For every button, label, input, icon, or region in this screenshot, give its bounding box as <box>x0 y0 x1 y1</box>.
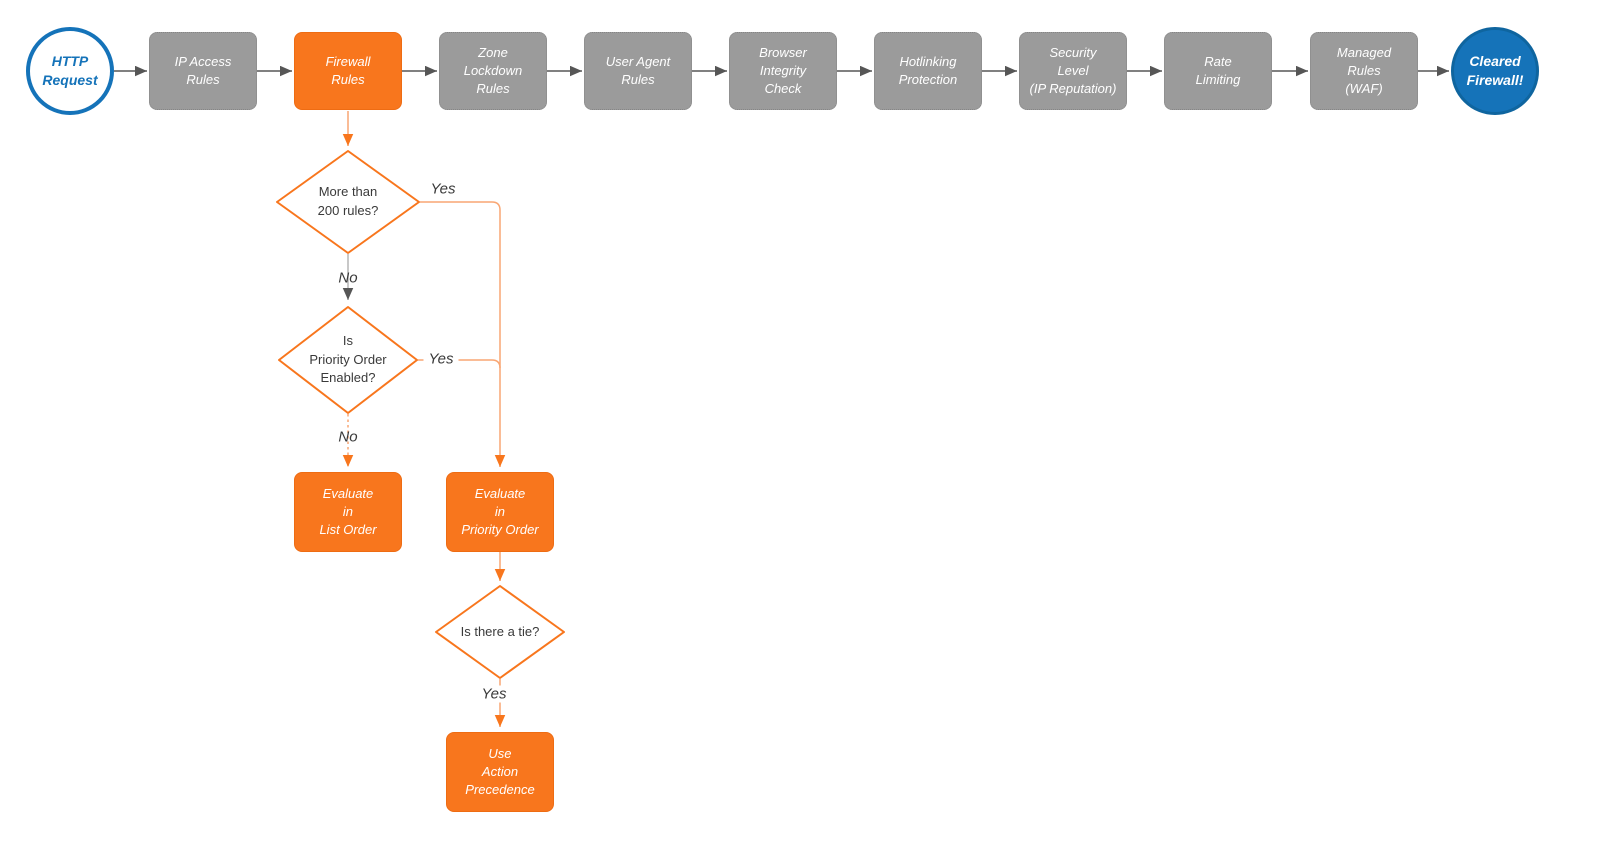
edge-label-yes-1: Yes <box>430 180 456 198</box>
step-browser-integrity-check: Browser Integrity Check <box>729 32 837 110</box>
step-managed-rules-waf: Managed Rules (WAF) <box>1310 32 1418 110</box>
step-label: Managed Rules (WAF) <box>1336 44 1392 97</box>
step-firewall-rules: Firewall Rules <box>294 32 402 110</box>
start-node-http-request: HTTP Request <box>26 27 114 115</box>
step-hotlinking-protection: Hotlinking Protection <box>874 32 982 110</box>
step-ip-access-rules: IP Access Rules <box>149 32 257 110</box>
decision-priority-order-enabled: Is Priority Order Enabled? <box>278 306 418 414</box>
edge-label-no-2: No <box>338 428 358 446</box>
end-node-cleared-firewall: Cleared Firewall! <box>1451 27 1539 115</box>
edge-label-yes-3: Yes <box>476 685 512 703</box>
step-user-agent-rules: User Agent Rules <box>584 32 692 110</box>
action-label: Evaluate in Priority Order <box>461 485 539 538</box>
step-zone-lockdown-rules: Zone Lockdown Rules <box>439 32 547 110</box>
step-label: User Agent Rules <box>605 53 671 87</box>
end-node-label: Cleared Firewall! <box>1466 53 1524 88</box>
action-evaluate-priority-order: Evaluate in Priority Order <box>446 472 554 552</box>
action-evaluate-list-order: Evaluate in List Order <box>294 472 402 552</box>
edge-label-no-1: No <box>338 269 358 287</box>
step-security-level: Security Level (IP Reputation) <box>1019 32 1127 110</box>
step-label: IP Access Rules <box>174 53 232 87</box>
decision-label: Is Priority Order Enabled? <box>309 332 387 386</box>
step-rate-limiting: Rate Limiting <box>1164 32 1272 110</box>
decision-more-than-200-rules: More than 200 rules? <box>276 150 420 254</box>
start-node-label: HTTP Request <box>42 53 98 88</box>
decision-label: More than 200 rules? <box>317 184 379 218</box>
action-use-action-precedence: Use Action Precedence <box>446 732 554 812</box>
decision-is-there-a-tie: Is there a tie? <box>435 585 565 679</box>
action-label: Evaluate in List Order <box>319 485 377 538</box>
step-label: Zone Lockdown Rules <box>463 44 523 97</box>
step-label: Security Level (IP Reputation) <box>1029 44 1117 97</box>
edge-label-yes-2: Yes <box>423 350 459 368</box>
step-label: Browser Integrity Check <box>759 44 807 97</box>
step-label: Rate Limiting <box>1195 53 1241 87</box>
action-label: Use Action Precedence <box>465 745 535 798</box>
decision-label: Is there a tie? <box>460 623 540 639</box>
step-label: Firewall Rules <box>325 53 371 87</box>
step-label: Hotlinking Protection <box>898 53 958 87</box>
